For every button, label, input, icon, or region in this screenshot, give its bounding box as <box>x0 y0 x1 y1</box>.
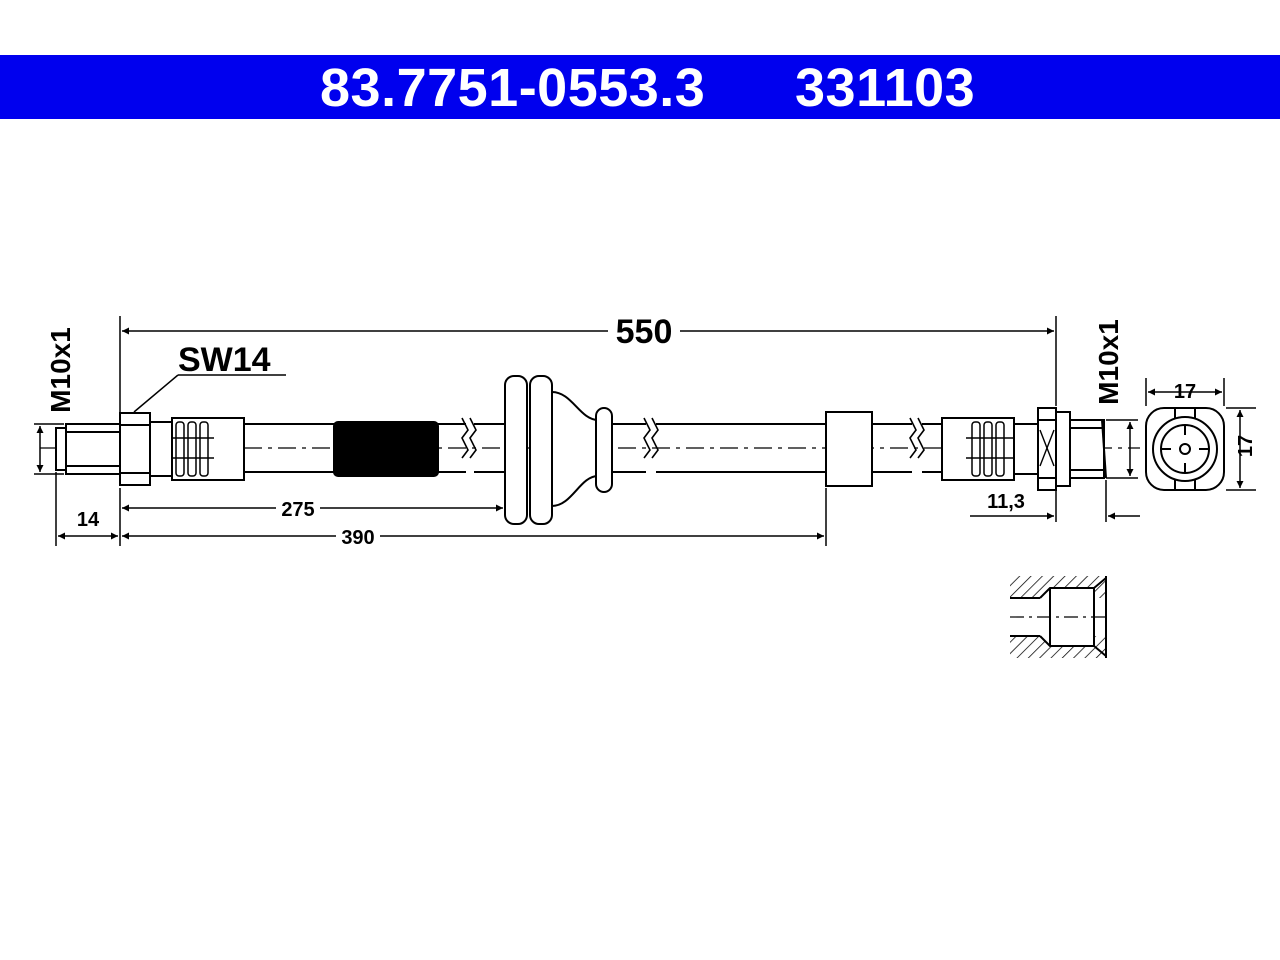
hex-end-view <box>1145 407 1225 491</box>
hose-segment-2 <box>438 417 505 473</box>
label-thread-right: M10x1 <box>1093 319 1124 405</box>
protective-sleeve <box>333 421 439 477</box>
hose-segment-1 <box>244 423 334 473</box>
hose-segment-4 <box>872 417 942 473</box>
label-thread-left: M10x1 <box>45 327 76 413</box>
grommet <box>504 375 613 525</box>
label-left-fitting-length: 14 <box>77 509 100 531</box>
port-section-detail <box>1010 576 1107 658</box>
sw14-leader <box>133 374 179 413</box>
part-number: 83.7751-0553.3 <box>320 58 706 118</box>
label-wrench-size: SW14 <box>178 341 271 379</box>
hose-segment-3 <box>612 417 826 473</box>
label-to-bracket: 390 <box>341 527 374 549</box>
label-to-grommet: 275 <box>281 499 314 521</box>
label-total-length: 550 <box>616 313 673 351</box>
label-right-fitting-length: 11,3 <box>987 491 1025 513</box>
right-fitting <box>941 407 1107 491</box>
reference-number: 331103 <box>795 58 976 118</box>
bracket-sleeve <box>825 411 873 487</box>
label-hex-width: 17 <box>1174 381 1196 403</box>
title-bar: 83.7751-0553.3 331103 <box>0 55 1280 119</box>
left-fitting <box>55 412 245 486</box>
label-hex-height: 17 <box>1235 435 1257 457</box>
